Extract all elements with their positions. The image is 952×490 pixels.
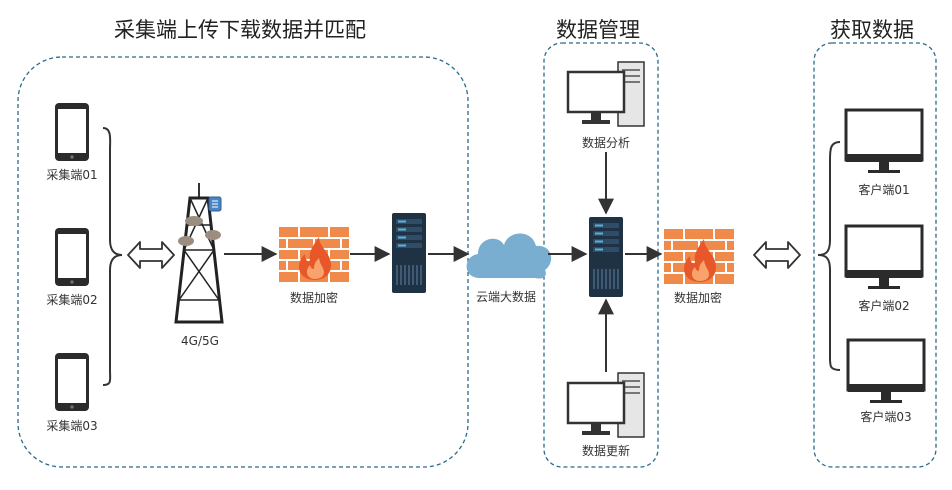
client-bracket [817,141,841,371]
desktop-computer-icon [566,60,646,128]
server-icon [589,217,623,297]
monitor-icon [844,108,924,175]
firewall-icon [278,226,350,283]
client-label: 客户端01 [858,183,910,197]
cell-tower-icon [174,183,224,324]
firewall-left-label: 数据加密 [289,291,339,305]
double-arrow-icon [127,241,175,269]
collector-label: 采集端01 [46,168,98,182]
obtain-section-border [813,42,937,468]
collector-label: 采集端03 [46,419,98,433]
firewall-right-label: 数据加密 [673,291,723,305]
manage-section-title: 数据管理 [556,18,640,42]
client-label: 客户端02 [858,299,910,313]
tablet-icon [55,228,89,286]
cloud-icon [466,233,552,279]
server-icon [392,213,426,293]
tablet-icon [55,353,89,411]
desktop-computer-icon [566,371,646,439]
update-label: 数据更新 [581,444,631,458]
collector-label: 采集端02 [46,293,98,307]
monitor-icon [844,224,924,291]
collect-section-title: 采集端上传下载数据并匹配 [114,18,366,42]
client-label: 客户端03 [860,410,912,424]
collect-section-border [17,56,469,468]
obtain-section-title: 获取数据 [830,18,914,42]
firewall-icon [663,228,735,285]
monitor-icon [846,338,926,405]
tablet-icon [55,103,89,161]
collector-bracket [102,127,123,386]
analysis-label: 数据分析 [581,136,631,150]
tower-label: 4G/5G [181,334,219,348]
cloud-label: 云端大数据 [475,290,537,304]
double-arrow-icon [753,241,801,269]
